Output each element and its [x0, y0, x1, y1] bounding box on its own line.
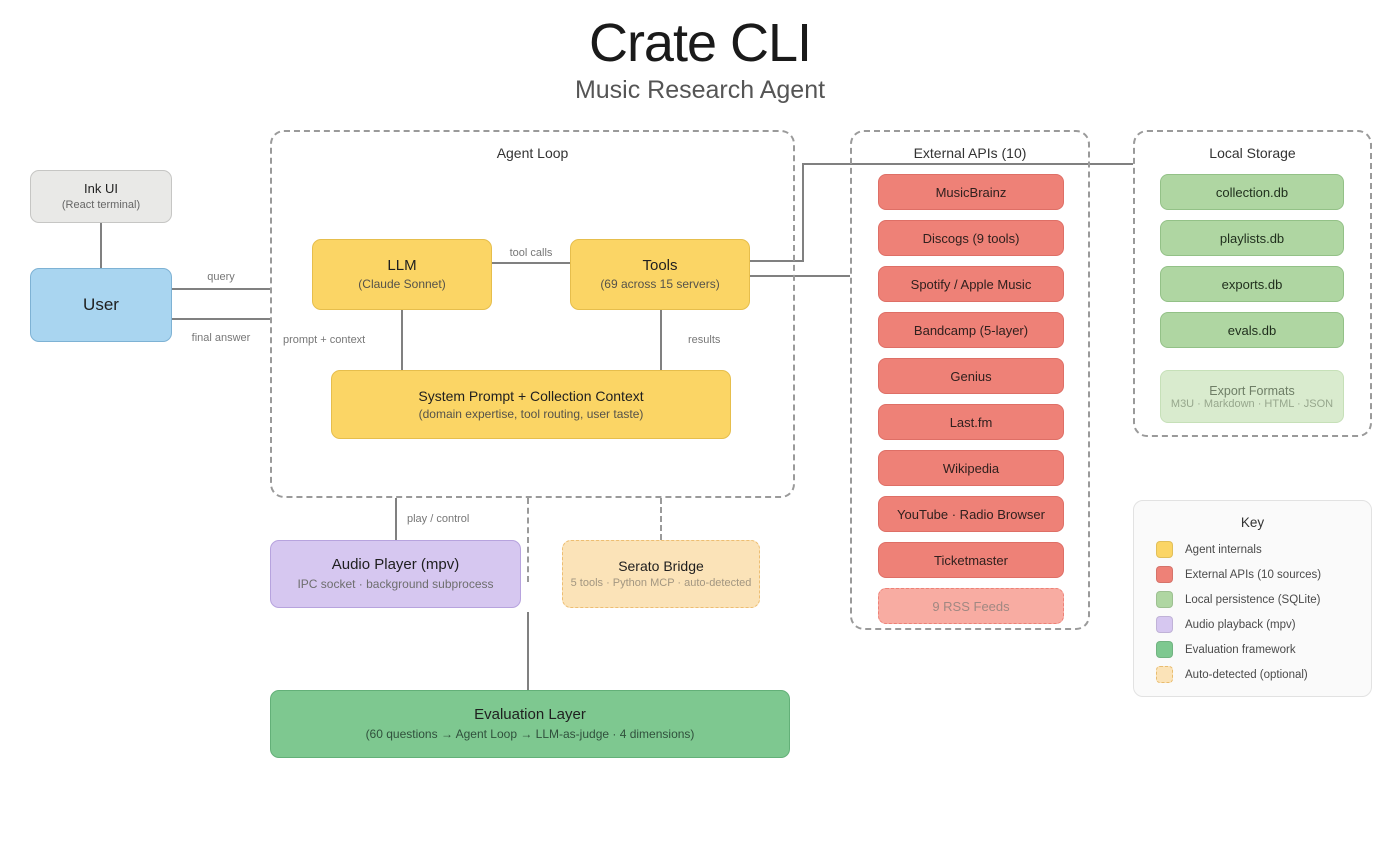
ink-ui-subtitle: (React terminal)	[61, 198, 141, 211]
swatch-local-persistence	[1156, 591, 1173, 608]
evaluation-subtitle: (60 questions → Agent Loop → LLM-as-judg…	[365, 726, 695, 741]
api-genius: Genius	[878, 358, 1064, 394]
node-llm: LLM (Claude Sonnet)	[312, 239, 492, 310]
edge-label-final-answer: final answer	[191, 332, 251, 344]
swatch-audio-playback	[1156, 616, 1173, 633]
page-title: Crate CLI	[588, 13, 812, 73]
tools-subtitle: (69 across 15 servers)	[600, 277, 720, 292]
container-agent-loop: Agent Loop	[270, 130, 795, 498]
api-ticketmaster: Ticketmaster	[878, 542, 1064, 578]
key-row-auto-detected: Auto-detected (optional)	[1156, 666, 1308, 683]
key-label-audio-playback: Audio playback (mpv)	[1185, 618, 1296, 631]
edge-label-tool-calls: tool calls	[509, 247, 553, 259]
system-prompt-title: System Prompt + Collection Context	[418, 387, 644, 404]
edge-tools-localstorage-seg3	[802, 163, 1133, 165]
node-audio-player: Audio Player (mpv) IPC socket · backgrou…	[270, 540, 521, 608]
key-label-auto-detected: Auto-detected (optional)	[1185, 668, 1308, 681]
audio-player-subtitle: IPC socket · background subprocess	[297, 576, 494, 591]
edge-tools-systemprompt	[660, 310, 662, 370]
serato-bridge-subtitle: 5 tools · Python MCP · auto-detected	[570, 576, 752, 589]
key-label-external-apis: External APIs (10 sources)	[1185, 568, 1322, 581]
tools-title: Tools	[642, 256, 678, 274]
node-export-formats: Export Formats M3U · Markdown · HTML · J…	[1160, 370, 1344, 423]
key-row-evaluation-framework: Evaluation framework	[1156, 641, 1296, 658]
api-rss-feeds: 9 RSS Feeds	[878, 588, 1064, 624]
api-spotify-apple-music: Spotify / Apple Music	[878, 266, 1064, 302]
edge-inkui-user	[100, 223, 102, 268]
audio-player-title: Audio Player (mpv)	[331, 556, 460, 574]
edge-label-query: query	[207, 271, 235, 283]
db-playlists: playlists.db	[1160, 220, 1344, 256]
swatch-external-apis	[1156, 566, 1173, 583]
swatch-auto-detected	[1156, 666, 1173, 683]
agent-loop-title: Agent Loop	[496, 145, 569, 161]
node-system-prompt: System Prompt + Collection Context (doma…	[331, 370, 731, 439]
api-lastfm: Last.fm	[878, 404, 1064, 440]
key-label-agent-internals: Agent internals	[1185, 543, 1262, 556]
db-evals: evals.db	[1160, 312, 1344, 348]
edge-tools-localstorage-seg1	[750, 260, 804, 262]
export-formats-subtitle: M3U · Markdown · HTML · JSON	[1170, 397, 1334, 410]
api-wikipedia: Wikipedia	[878, 450, 1064, 486]
export-formats-title: Export Formats	[1209, 383, 1295, 398]
key-row-audio-playback: Audio playback (mpv)	[1156, 616, 1296, 633]
api-discogs: Discogs (9 tools)	[878, 220, 1064, 256]
key-title: Key	[1240, 515, 1265, 530]
key-label-local-persistence: Local persistence (SQLite)	[1185, 593, 1321, 606]
edge-tools-localstorage-seg2	[802, 163, 804, 260]
container-external-apis: External APIs (10)	[850, 130, 1090, 630]
swatch-agent-internals	[1156, 541, 1173, 558]
node-tools: Tools (69 across 15 servers)	[570, 239, 750, 310]
key-label-evaluation-framework: Evaluation framework	[1185, 643, 1296, 656]
page-subtitle: Music Research Agent	[574, 76, 826, 104]
edge-agentloop-evaluation-solid	[527, 612, 529, 690]
edge-label-results: results	[688, 334, 721, 346]
node-ink-ui: Ink UI (React terminal)	[30, 170, 172, 223]
edge-label-play-control: play / control	[407, 513, 470, 525]
api-musicbrainz: MusicBrainz	[878, 174, 1064, 210]
serato-bridge-title: Serato Bridge	[618, 557, 704, 574]
llm-subtitle: (Claude Sonnet)	[358, 277, 446, 292]
node-serato-bridge: Serato Bridge 5 tools · Python MCP · aut…	[562, 540, 760, 608]
user-title: User	[83, 294, 119, 314]
llm-title: LLM	[387, 256, 417, 274]
external-apis-title: External APIs (10)	[913, 145, 1027, 161]
db-collection: collection.db	[1160, 174, 1344, 210]
edge-user-final-answer	[172, 318, 270, 320]
node-user: User	[30, 268, 172, 342]
swatch-evaluation-framework	[1156, 641, 1173, 658]
system-prompt-subtitle: (domain expertise, tool routing, user ta…	[418, 406, 644, 421]
key-row-external-apis: External APIs (10 sources)	[1156, 566, 1321, 583]
edge-agentloop-audioplayer	[395, 498, 397, 540]
key-row-agent-internals: Agent internals	[1156, 541, 1262, 558]
edge-llm-systemprompt	[401, 310, 403, 370]
local-storage-title: Local Storage	[1209, 145, 1296, 161]
edge-llm-tools	[492, 262, 570, 264]
node-evaluation-layer: Evaluation Layer (60 questions → Agent L…	[270, 690, 790, 758]
evaluation-title: Evaluation Layer	[474, 706, 586, 724]
api-youtube-radio-browser: YouTube · Radio Browser	[878, 496, 1064, 532]
api-bandcamp: Bandcamp (5-layer)	[878, 312, 1064, 348]
key-row-local-persistence: Local persistence (SQLite)	[1156, 591, 1321, 608]
edge-agentloop-serato	[660, 498, 662, 540]
edge-agentloop-evaluation-dashed	[527, 498, 529, 582]
edge-label-prompt-context: prompt + context	[283, 334, 366, 346]
ink-ui-title: Ink UI	[84, 181, 118, 197]
container-local-storage: Local Storage	[1133, 130, 1372, 437]
edge-user-query	[172, 288, 270, 290]
edge-tools-externalapis	[750, 275, 850, 277]
db-exports: exports.db	[1160, 266, 1344, 302]
legend-key: Key Agent internals External APIs (10 so…	[1133, 500, 1372, 697]
